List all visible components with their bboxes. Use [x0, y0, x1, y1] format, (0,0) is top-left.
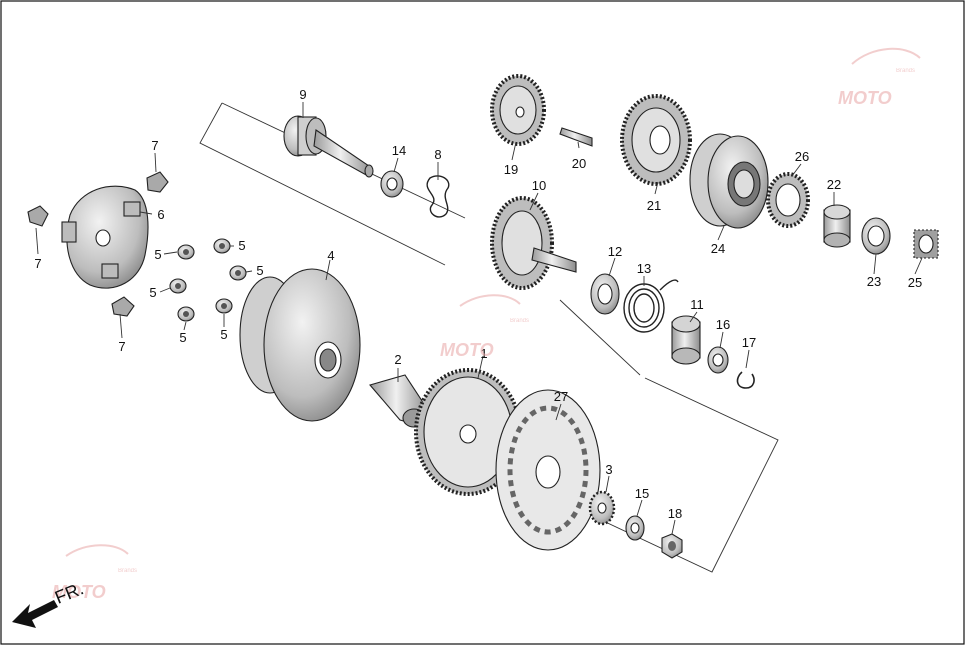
watermark-center: MOTO Brands: [440, 294, 529, 360]
part-25-needle-bearing: [913, 229, 939, 259]
part-10-idle-gear: [490, 196, 577, 290]
part-3-nut-plate: [588, 490, 616, 526]
part-4-movable-drive-face: [239, 268, 361, 422]
callout-labels: 1 2 3 4 5 5 5 5 5 5 6 7 7 7 8 9 10 11 12…: [34, 87, 922, 521]
part-16-washer: [707, 346, 729, 374]
roller-e: [177, 306, 195, 322]
callout-5c: 5: [256, 263, 263, 278]
callout-1: 1: [480, 346, 487, 361]
roller-d: [169, 278, 187, 294]
roller-b: [213, 238, 231, 254]
callout-5e: 5: [179, 330, 186, 345]
callout-18: 18: [668, 506, 682, 521]
watermark-top-right: MOTO Brands: [838, 47, 921, 108]
roller-c: [229, 265, 247, 281]
callout-12: 12: [608, 244, 622, 259]
callout-4: 4: [327, 248, 334, 263]
callout-6: 6: [157, 207, 164, 222]
callout-5b: 5: [238, 238, 245, 253]
part-21-driven-gear: [620, 94, 692, 186]
part-13-spring: [623, 279, 679, 333]
callout-5f: 5: [220, 327, 227, 342]
part-26-gear-ring: [766, 172, 810, 228]
part-20-pin: [559, 127, 593, 147]
callout-26: 26: [795, 149, 809, 164]
callout-25: 25: [908, 275, 922, 290]
callout-7b: 7: [34, 256, 41, 271]
callout-24: 24: [711, 241, 725, 256]
watermark-text: MOTO: [52, 582, 106, 602]
callout-16: 16: [716, 317, 730, 332]
callout-9: 9: [299, 87, 306, 102]
part-7-slider-a: [146, 171, 169, 193]
roller-a: [177, 244, 195, 260]
part-14-washer: [380, 170, 404, 198]
part-7-slider-b: [27, 205, 49, 227]
callout-17: 17: [742, 335, 756, 350]
callout-7c: 7: [118, 339, 125, 354]
arrow-down-left-icon: [12, 600, 58, 628]
watermark-subtext: Brands: [510, 318, 529, 324]
callout-8: 8: [434, 147, 441, 162]
callout-5d: 5: [149, 285, 156, 300]
part-9-shaft: [283, 115, 374, 178]
callout-23: 23: [867, 274, 881, 289]
callout-5a: 5: [154, 247, 161, 262]
part-8-clip: [426, 175, 450, 218]
watermark-subtext: Brands: [118, 568, 137, 574]
callout-2: 2: [394, 352, 401, 367]
callout-15: 15: [635, 486, 649, 501]
part-27-fan-plate: [495, 389, 601, 551]
callout-21: 21: [647, 198, 661, 213]
part-15-washer: [625, 515, 645, 541]
part-6-drive-plate: [61, 185, 149, 289]
watermark-text: MOTO: [440, 340, 494, 360]
roller-f: [215, 298, 233, 314]
part-22-collar: [823, 204, 851, 248]
part-24-clutch-housing: [689, 133, 769, 229]
part-19-bevel-gear: [490, 74, 546, 146]
front-direction-indicator: FR.: [12, 578, 86, 628]
part-12-seal: [590, 273, 620, 315]
part-23-ring: [861, 217, 891, 255]
callout-27: 27: [554, 389, 568, 404]
callout-10: 10: [532, 178, 546, 193]
part-11-bushing: [671, 315, 701, 365]
callout-3: 3: [605, 462, 612, 477]
watermark-subtext: Brands: [896, 68, 915, 74]
callout-13: 13: [637, 261, 651, 276]
watermark-text: MOTO: [838, 88, 892, 108]
part-17-circlip: [736, 371, 755, 389]
callout-7a: 7: [151, 138, 158, 153]
part-5-rollers: [169, 238, 247, 322]
part-7-slider-c: [111, 296, 135, 317]
leader-lines: [35, 102, 923, 535]
callout-20: 20: [572, 156, 586, 171]
part-18-hex-nut: [661, 533, 683, 559]
callout-14: 14: [392, 143, 406, 158]
callout-19: 19: [504, 162, 518, 177]
callout-11: 11: [690, 297, 704, 312]
watermark-bottom-left: MOTO Brands: [52, 544, 137, 602]
callout-22: 22: [827, 177, 841, 192]
